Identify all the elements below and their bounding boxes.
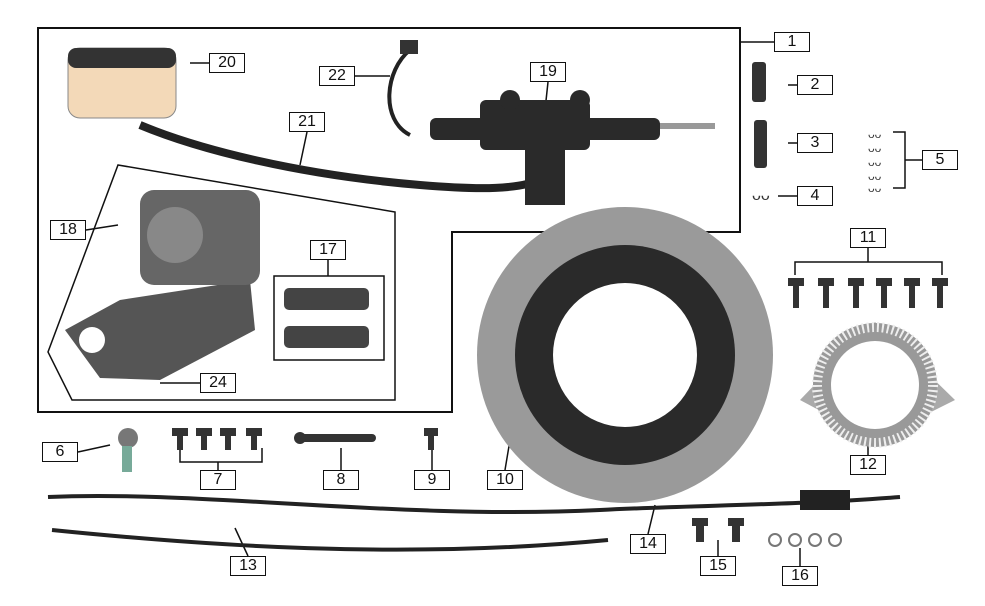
washers-16-part (768, 533, 842, 547)
hose-21-part (138, 121, 547, 193)
callout-13: 13 (230, 556, 266, 576)
svg-text:ᴗᴗ: ᴗᴗ (868, 141, 882, 155)
master-cylinder-19-part (430, 90, 715, 205)
caliper-18-frame (47, 164, 396, 401)
callout-9: 9 (414, 470, 450, 490)
callout-22: 22 (319, 66, 355, 86)
callout-6: 6 (42, 442, 78, 462)
callout-18: 18 (50, 220, 86, 240)
bolts-11-part (788, 278, 948, 308)
callout-5: 5 (922, 150, 958, 170)
clip-4-part: ᴗᴗ (752, 187, 770, 204)
callout-12: 12 (850, 455, 886, 475)
rod-end-6-part (118, 428, 138, 472)
bolts-15-part (692, 518, 744, 542)
callout-19: 19 (530, 62, 566, 82)
callout-10: 10 (487, 470, 523, 490)
callout-20: 20 (209, 53, 245, 73)
leader-lines (77, 41, 943, 566)
hose-13-part (51, 528, 609, 552)
callout-11: 11 (850, 228, 886, 248)
callout-16: 16 (782, 566, 818, 586)
hose-14-part (47, 493, 901, 515)
callout-2: 2 (797, 75, 833, 95)
bolts-7-part (172, 428, 262, 450)
callout-7: 7 (200, 470, 236, 490)
svg-text:ᴗᴗ: ᴗᴗ (868, 155, 882, 169)
callout-8: 8 (323, 470, 359, 490)
reservoir-20-part (67, 47, 177, 119)
callout-24: 24 (200, 373, 236, 393)
pads-17-frame (273, 275, 385, 361)
caliper-18-part (65, 190, 260, 380)
callout-14: 14 (630, 534, 666, 554)
callout-21: 21 (289, 112, 325, 132)
bolts-2-3-part (752, 62, 767, 168)
brake-pads-17-part (284, 288, 369, 348)
callout-4: 4 (797, 186, 833, 206)
svg-text:ᴗᴗ: ᴗᴗ (868, 127, 882, 141)
callout-3: 3 (797, 133, 833, 153)
pin-8-part (294, 432, 376, 444)
switch-22-part (387, 48, 412, 137)
abs-ring-12-part (800, 322, 955, 448)
bolt-9-part (424, 428, 438, 450)
svg-text:ᴗᴗ: ᴗᴗ (868, 169, 882, 183)
callout-1: 1 (774, 32, 810, 52)
assembly-1-frame (37, 27, 741, 413)
brake-disc-10-part (477, 207, 773, 503)
callout-17: 17 (310, 240, 346, 260)
svg-text:ᴗᴗ: ᴗᴗ (868, 181, 882, 195)
callout-15: 15 (700, 556, 736, 576)
